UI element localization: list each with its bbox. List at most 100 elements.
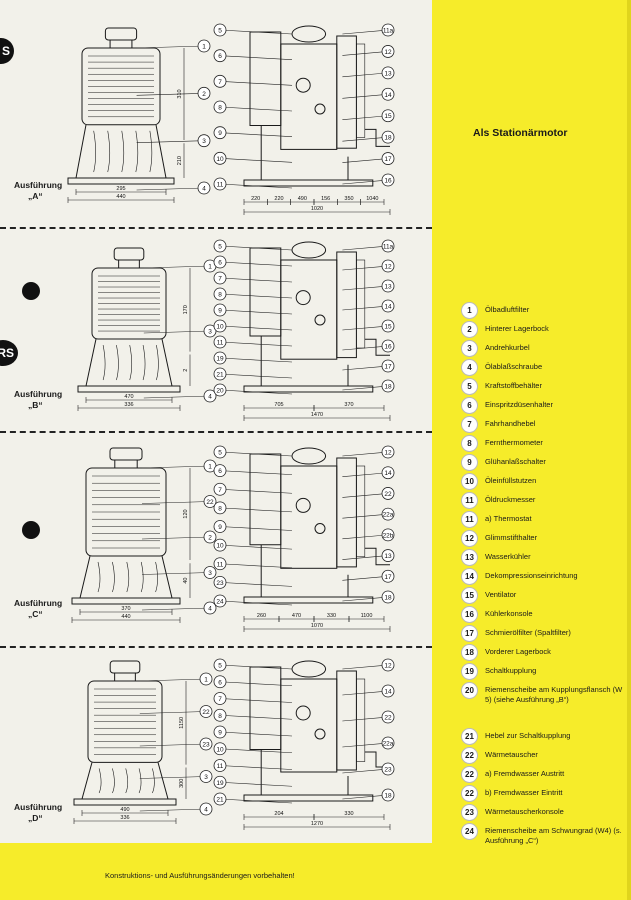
fuel-tank xyxy=(249,453,282,546)
callout-number: 15 xyxy=(384,113,392,120)
leader-line xyxy=(219,698,293,703)
legend-text: a) Fremdwasser Austritt xyxy=(485,769,565,778)
callout-number: 22 xyxy=(202,709,210,716)
leader-line xyxy=(342,305,389,311)
dimension-label: 336 xyxy=(120,815,129,821)
callout-circle xyxy=(213,658,227,672)
leader-line xyxy=(342,664,389,670)
base-rib xyxy=(135,130,139,173)
legend-text: Hebel zur Schaltkupplung xyxy=(485,731,571,740)
leader-line xyxy=(136,93,205,96)
callout-number: 2 xyxy=(202,91,206,98)
callout-number: 21 xyxy=(216,372,224,379)
callout-number: 10 xyxy=(216,746,224,753)
radiator-grille xyxy=(92,475,160,549)
variant-label-c: Ausführung„C“ xyxy=(14,598,63,619)
leader-line xyxy=(143,265,211,269)
legend-number-badge: 1 xyxy=(461,302,478,319)
variant-label-a: Ausführung„A“ xyxy=(14,180,63,201)
dimension-label: 300 xyxy=(179,779,185,788)
footer-band xyxy=(0,843,631,900)
leader-line xyxy=(219,309,293,315)
callout-number: 9 xyxy=(218,130,222,137)
fuel-tank xyxy=(249,31,282,126)
edge-tab-rs: RS xyxy=(0,340,18,366)
callout-number: 13 xyxy=(384,70,392,77)
dimension-label: 204 xyxy=(274,811,283,817)
leader-line xyxy=(139,808,207,812)
callout-circle xyxy=(381,45,395,58)
callout-number: 2 xyxy=(208,535,212,542)
radiator-side xyxy=(336,35,357,149)
leader-line xyxy=(219,158,293,163)
callout-number: 22 xyxy=(384,491,392,498)
legend-text: Öleinfüllstutzen xyxy=(485,476,537,485)
callout-circle xyxy=(213,759,227,772)
base-rib xyxy=(107,130,111,173)
leader-line xyxy=(342,285,389,291)
filler-cap xyxy=(314,314,326,326)
footer-note: Konstruktions- und Ausführungsänderungen… xyxy=(105,871,295,880)
callout-number: 10 xyxy=(216,543,224,550)
dimension-label: 1040 xyxy=(366,196,378,202)
callout-circle xyxy=(381,359,395,373)
legend-number-badge: 11 xyxy=(461,511,478,528)
callout-number: 22b xyxy=(383,532,394,539)
callout-circle xyxy=(381,569,395,583)
filler-cap xyxy=(314,103,326,115)
leader-line xyxy=(219,55,293,60)
base-rib xyxy=(129,344,133,381)
dimension-label: 210 xyxy=(177,156,183,165)
callout-number: 18 xyxy=(384,135,392,142)
leader-line xyxy=(136,45,205,49)
legend-number-badge: 9 xyxy=(461,454,478,471)
callout-number: 11a xyxy=(383,244,394,251)
leader-line xyxy=(219,29,293,35)
leader-line xyxy=(342,513,389,519)
leader-line xyxy=(219,277,293,283)
callout-circle xyxy=(213,100,227,114)
leader-line xyxy=(219,341,293,347)
callout-number: 6 xyxy=(218,260,222,267)
air-filter xyxy=(113,247,145,261)
legend-text: Andrehkurbel xyxy=(485,343,530,352)
legend-text: Glühanlaßschalter xyxy=(485,457,546,466)
base-rib xyxy=(142,344,146,381)
callout-number: 19 xyxy=(216,356,224,363)
leader-line xyxy=(342,72,389,78)
dimension-label: 295 xyxy=(116,186,125,192)
page-edge xyxy=(627,0,631,900)
callout-circle xyxy=(213,520,227,533)
callout-circle xyxy=(381,339,395,353)
leader-line xyxy=(342,365,389,371)
leader-line xyxy=(219,781,293,787)
callout-circle xyxy=(381,684,395,698)
callout-circle xyxy=(203,566,217,579)
callout-number: 6 xyxy=(218,468,222,475)
legend-text: b) Fremdwasser Eintritt xyxy=(485,788,563,797)
callout-circle xyxy=(213,575,227,589)
fan-shroud xyxy=(356,678,366,762)
leader-line xyxy=(219,325,293,331)
punch-hole xyxy=(22,282,40,300)
legend-number-badge: 18 xyxy=(461,644,478,661)
legend-text: a) Thermostat xyxy=(485,514,532,523)
leader-line xyxy=(219,507,293,513)
legend-number-badge: 5 xyxy=(461,378,478,395)
callout-circle xyxy=(213,792,227,806)
callout-circle xyxy=(381,710,395,724)
callout-circle xyxy=(199,672,213,686)
variant-label-b: Ausführung„B“ xyxy=(14,389,63,410)
callout-number: 11 xyxy=(217,561,224,568)
callout-number: 9 xyxy=(218,308,222,315)
callout-circle xyxy=(213,151,227,165)
legend-text: Schaltkupplung xyxy=(485,666,537,675)
leader-line xyxy=(342,768,389,774)
fan-shroud xyxy=(356,43,366,138)
